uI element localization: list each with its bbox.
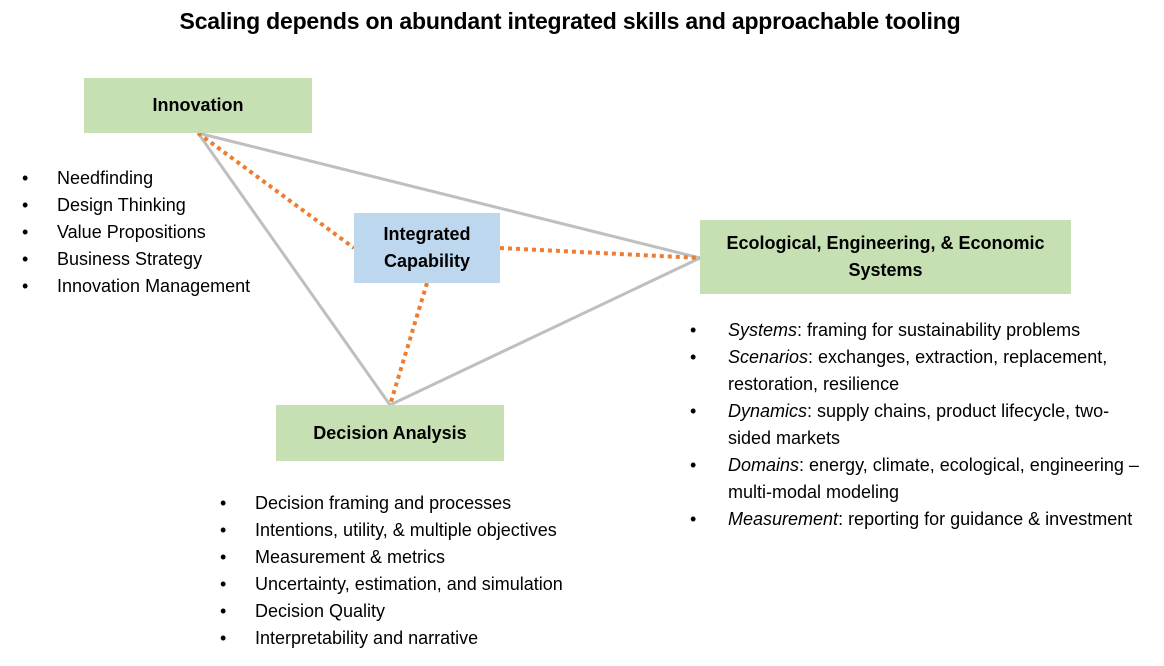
list-item: Interpretability and narrative [220, 625, 563, 652]
ecological-list: Systems: framing for sustainability prob… [690, 317, 1150, 533]
node-integrated-capability: Integrated Capability [354, 213, 500, 283]
list-item-text: : reporting for guidance & investment [838, 509, 1133, 529]
list-item: Uncertainty, estimation, and simulation [220, 571, 563, 598]
list-item: Design Thinking [22, 192, 250, 219]
diagram-title: Scaling depends on abundant integrated s… [179, 8, 961, 34]
edge-ecological-decision [389, 256, 701, 407]
list-item-term: Domains [728, 455, 800, 475]
list-item-text: : supply chains, product lifecycle, two-… [728, 401, 1110, 448]
node-decision-label: Decision Analysis [313, 422, 467, 443]
list-item: Measurement: reporting for guidance & in… [690, 506, 1150, 533]
list-item: Business Strategy [22, 246, 250, 273]
list-item: Scenarios: exchanges, extraction, replac… [690, 344, 1150, 398]
node-decision-analysis: Decision Analysis [276, 405, 504, 461]
list-item-term: Scenarios [728, 347, 809, 367]
list-item-text: : energy, climate, ecological, engineeri… [728, 455, 1139, 502]
dotted-integrated-ecological [499, 246, 701, 260]
node-ecological-systems: Ecological, Engineering, & Economic Syst… [700, 220, 1071, 294]
dotted-integrated-decision [388, 282, 429, 406]
list-item: Needfinding [22, 165, 250, 192]
list-item: Innovation Management [22, 273, 250, 300]
list-item: Dynamics: supply chains, product lifecyc… [690, 398, 1150, 452]
edge-innovation-ecological [197, 131, 701, 260]
list-item: Intentions, utility, & multiple objectiv… [220, 517, 563, 544]
list-item-term: Systems [728, 320, 798, 340]
innovation-list: Needfinding Design Thinking Value Propos… [22, 165, 250, 300]
list-item: Decision Quality [220, 598, 563, 625]
list-item: Domains: energy, climate, ecological, en… [690, 452, 1150, 506]
list-item-text: : exchanges, extraction, replacement, re… [728, 347, 1108, 394]
list-item: Systems: framing for sustainability prob… [690, 317, 1150, 344]
list-item-text: : framing for sustainability problems [797, 320, 1081, 340]
node-innovation-label: Innovation [152, 95, 244, 115]
list-item: Measurement & metrics [220, 544, 563, 571]
list-item-term: Measurement [728, 509, 839, 529]
list-item-term: Dynamics [728, 401, 808, 421]
node-innovation: Innovation [84, 78, 312, 133]
list-item: Decision framing and processes [220, 490, 563, 517]
decision-list: Decision framing and processes Intention… [220, 490, 563, 652]
node-integrated-label: Integrated Capability [383, 224, 471, 271]
node-ecological-label: Ecological, Engineering, & Economic Syst… [726, 233, 1045, 280]
dotted-innovation-integrated [196, 131, 356, 250]
list-item: Value Propositions [22, 219, 250, 246]
